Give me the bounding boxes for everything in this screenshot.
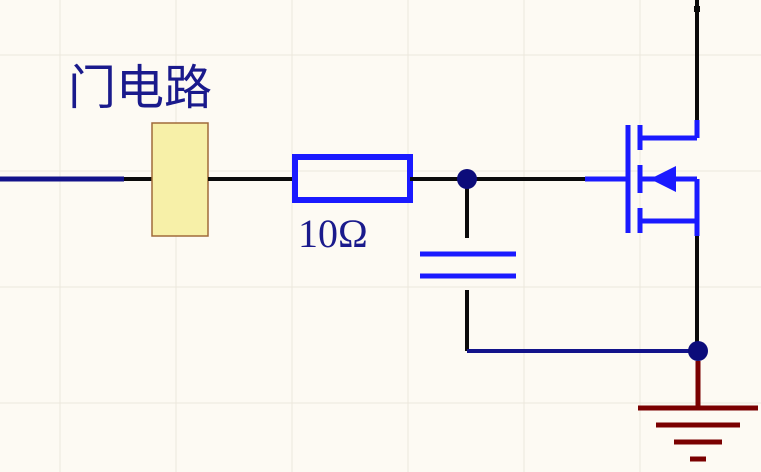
- ground-symbol[interactable]: [638, 361, 758, 462]
- resistor[interactable]: [292, 154, 413, 203]
- resistor-value-label: 10Ω: [298, 211, 368, 256]
- gate-circuit-block[interactable]: [151, 122, 209, 237]
- junction-ground-node: [688, 341, 708, 361]
- gate-circuit-label: 门电路: [68, 60, 213, 116]
- junction-gate-node: [457, 169, 477, 189]
- nmos-transistor[interactable]: [585, 120, 700, 236]
